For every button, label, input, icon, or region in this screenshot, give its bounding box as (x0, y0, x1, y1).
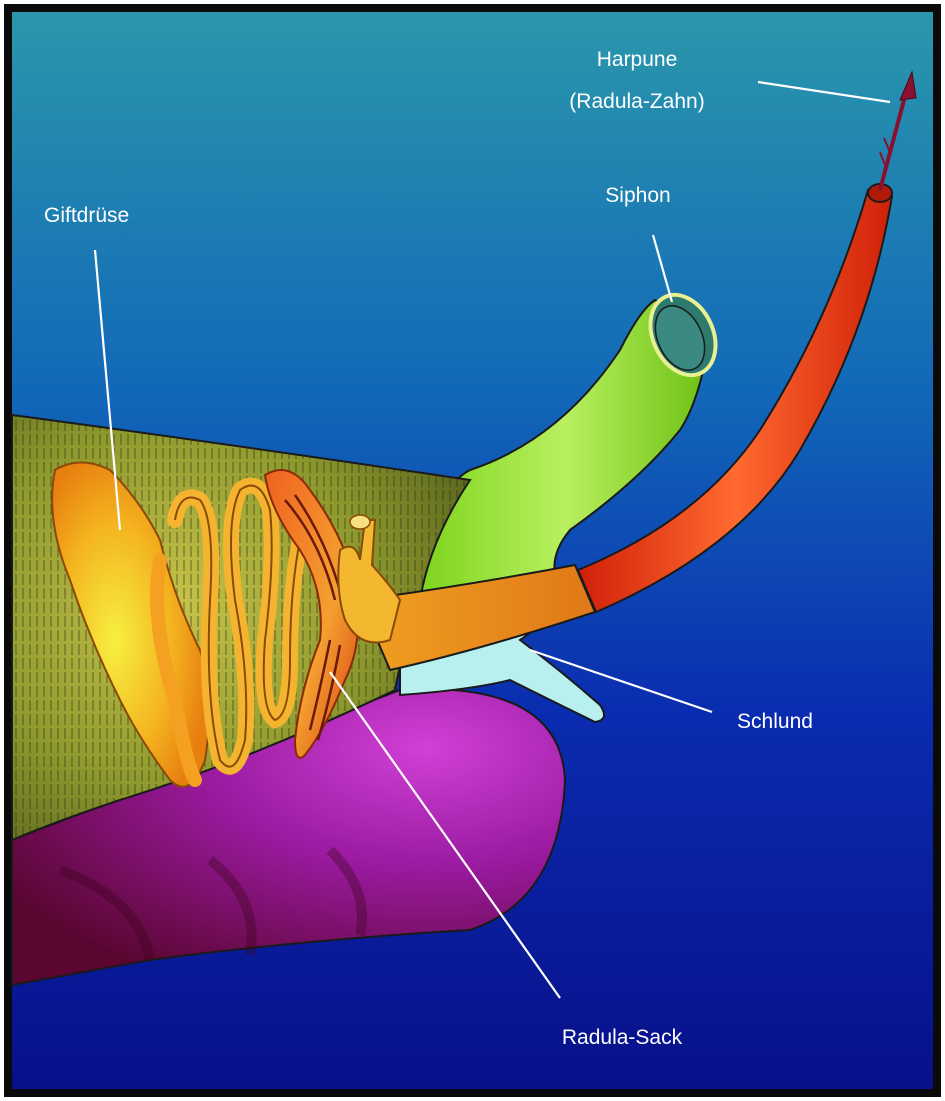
gland-junction-opening (350, 515, 370, 529)
label-siphon: Siphon (605, 184, 670, 207)
label-schlund: Schlund (737, 710, 813, 733)
label-radula-zahn: (Radula-Zahn) (569, 90, 704, 113)
label-radula-sack: Radula-Sack (562, 1026, 683, 1049)
label-harpune: Harpune (597, 48, 678, 71)
label-giftdruese: Giftdrüse (44, 204, 129, 227)
